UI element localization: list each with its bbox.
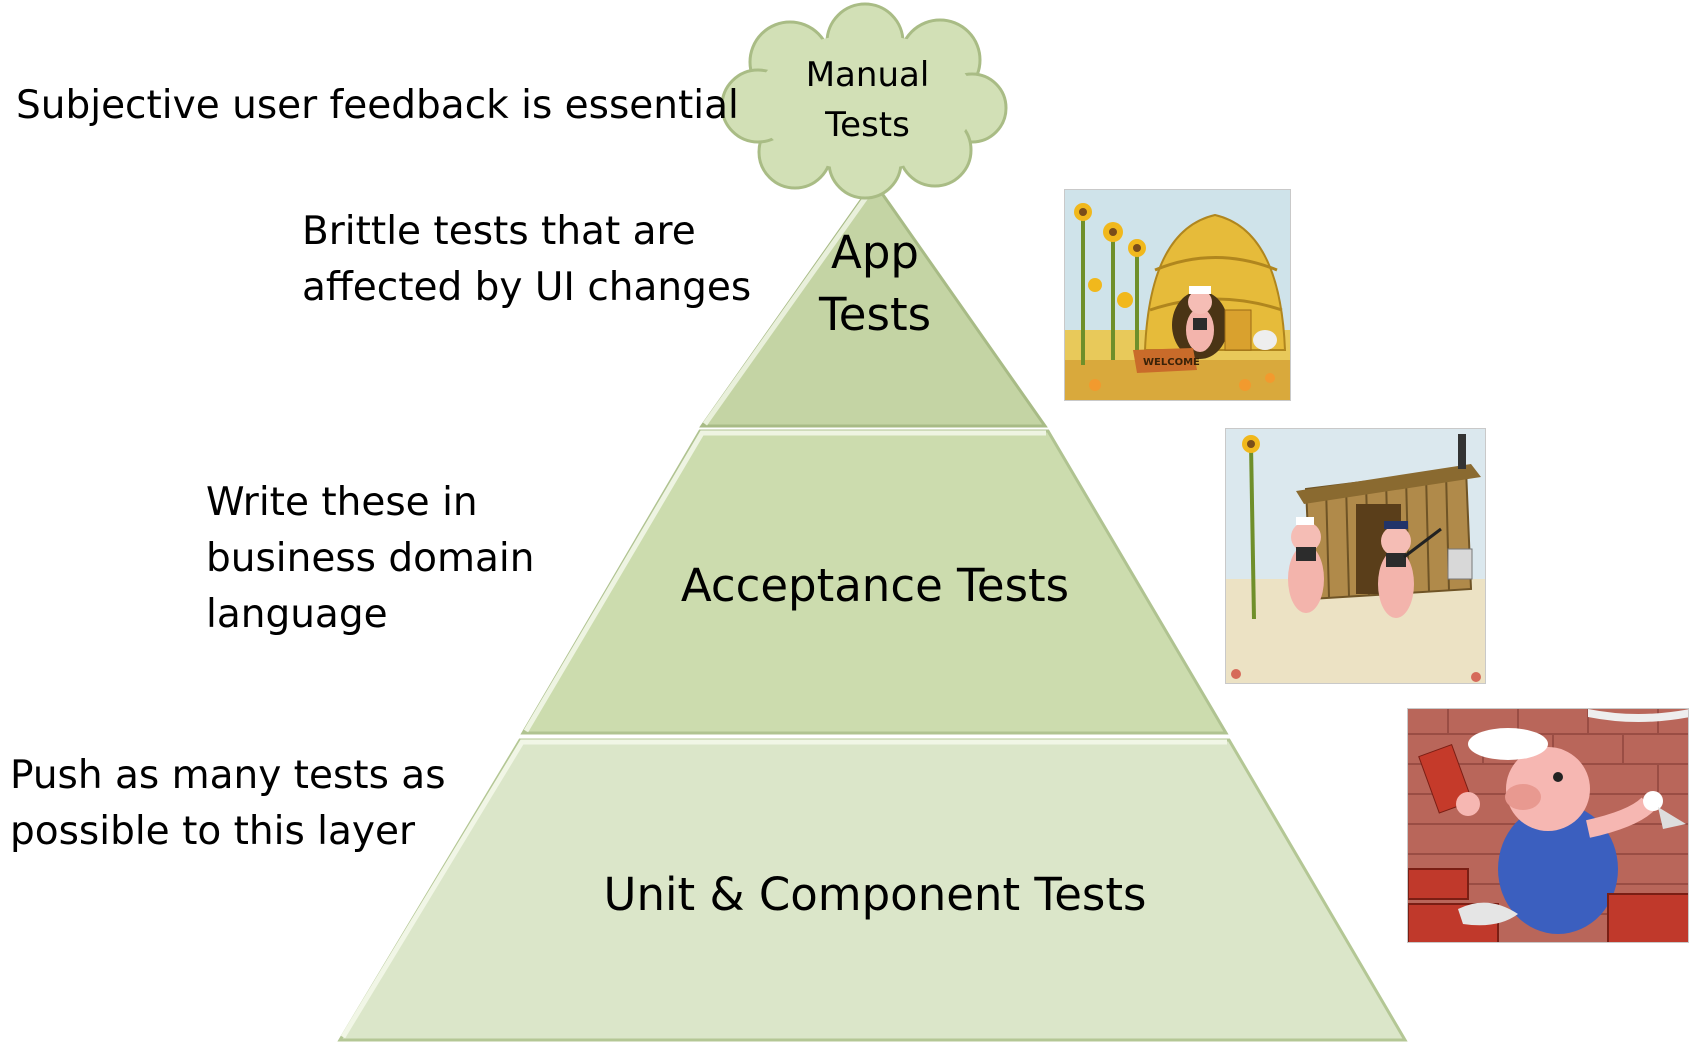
- tier-label-app: App Tests: [775, 222, 975, 346]
- note-acceptance: Write these in business domain language: [206, 475, 534, 643]
- note-line: business domain: [206, 536, 535, 581]
- straw-house-pig-illustration: WELCOME: [1064, 189, 1291, 401]
- note-line: Write these in: [206, 480, 478, 525]
- note-line: Brittle tests that are: [302, 209, 696, 254]
- note-line: language: [206, 592, 388, 637]
- tier-label-acceptance: Acceptance Tests: [620, 556, 1130, 616]
- cloud-label: Manual Tests: [770, 50, 965, 150]
- note-line: Subjective user feedback is essential: [16, 83, 739, 128]
- tier-label-line: Unit & Component Tests: [603, 868, 1147, 921]
- doormat-text: WELCOME: [1143, 357, 1200, 368]
- note-line: Push as many tests as: [10, 753, 446, 798]
- tier-label-line: Tests: [818, 288, 932, 341]
- note-unit: Push as many tests as possible to this l…: [10, 748, 446, 860]
- cloud-label-line: Manual: [805, 55, 930, 95]
- note-line: possible to this layer: [10, 809, 416, 854]
- note-manual: Subjective user feedback is essential: [16, 78, 739, 134]
- note-line: affected by UI changes: [302, 265, 752, 310]
- tier-label-unit: Unit & Component Tests: [555, 865, 1195, 925]
- tier-label-line: App: [831, 226, 919, 279]
- bricklayer-pig-illustration: [1407, 708, 1689, 943]
- note-app: Brittle tests that are affected by UI ch…: [302, 204, 751, 316]
- stick-house-pigs-illustration: [1225, 428, 1486, 684]
- cloud-label-line: Tests: [825, 105, 910, 145]
- tier-label-line: Acceptance Tests: [680, 559, 1070, 612]
